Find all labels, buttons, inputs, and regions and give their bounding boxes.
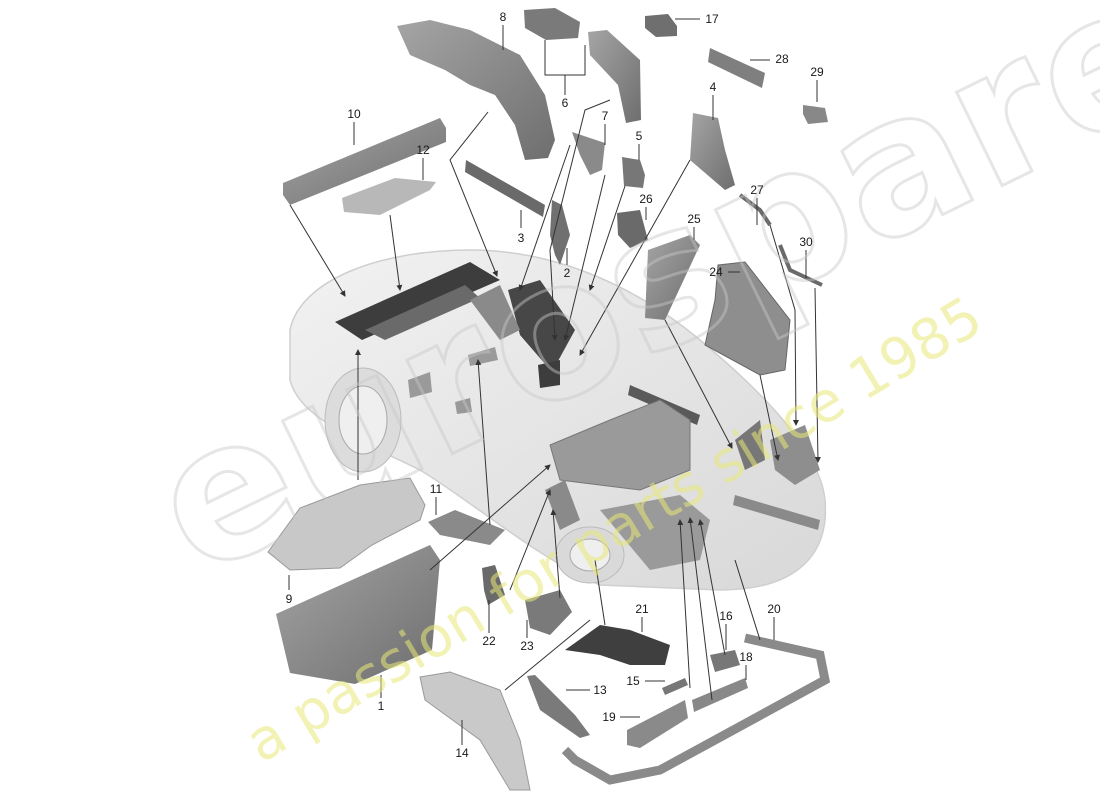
part-3 xyxy=(465,160,545,217)
callout-18: 18 xyxy=(739,650,753,664)
callout-26: 26 xyxy=(639,192,653,206)
callout-11: 11 xyxy=(429,482,443,496)
callout-1: 1 xyxy=(377,699,385,713)
exploded-parts xyxy=(267,8,831,791)
front-panel xyxy=(549,399,691,491)
callout-6: 6 xyxy=(561,96,569,110)
part-18 xyxy=(692,678,748,712)
callout-7: 7 xyxy=(601,109,609,123)
callout-16: 16 xyxy=(719,609,733,623)
part-28 xyxy=(708,48,765,88)
part-25-installed xyxy=(735,420,765,470)
part-15 xyxy=(662,678,688,695)
callout-17: 17 xyxy=(705,12,719,26)
part-27 xyxy=(738,193,772,227)
callout-2: 2 xyxy=(563,266,571,280)
part-8 xyxy=(397,20,555,160)
part-7 xyxy=(572,132,605,175)
part-4 xyxy=(690,113,735,190)
part-2 xyxy=(550,200,570,265)
part-23 xyxy=(525,590,572,635)
part-6a xyxy=(524,8,580,40)
callout-12: 12 xyxy=(416,143,430,157)
callout-28: 28 xyxy=(775,52,789,66)
callout-29: 29 xyxy=(810,65,824,79)
part-22 xyxy=(482,565,505,605)
callout-24: 24 xyxy=(709,265,723,279)
callout-25: 25 xyxy=(687,212,701,226)
callout-22: 22 xyxy=(482,634,496,648)
callout-3: 3 xyxy=(517,231,525,245)
callout-9: 9 xyxy=(285,592,293,606)
part-19 xyxy=(627,700,688,748)
part-24 xyxy=(704,261,791,376)
callout-13: 13 xyxy=(593,683,607,697)
part-11 xyxy=(428,510,505,545)
part-20 xyxy=(561,633,831,785)
part-6b xyxy=(588,30,641,123)
callout-10: 10 xyxy=(347,107,361,121)
part-21 xyxy=(565,625,670,665)
part-5 xyxy=(622,157,645,188)
callout-5: 5 xyxy=(635,129,643,143)
part-26 xyxy=(617,210,648,248)
part-12 xyxy=(342,178,436,215)
part-17 xyxy=(645,14,677,37)
part-10 xyxy=(283,118,446,205)
callout-30: 30 xyxy=(799,235,813,249)
callout-27: 27 xyxy=(750,183,764,197)
callout-15: 15 xyxy=(626,674,640,688)
part-25 xyxy=(645,235,700,320)
part-16 xyxy=(710,650,740,672)
callout-21: 21 xyxy=(635,602,649,616)
leader-lines xyxy=(288,18,821,745)
callout-23: 23 xyxy=(520,639,534,653)
callout-4: 4 xyxy=(709,80,717,94)
part-24-installed xyxy=(770,425,820,485)
callout-14: 14 xyxy=(455,746,469,760)
callout-8: 8 xyxy=(499,10,507,24)
part-14 xyxy=(419,671,531,791)
part-29 xyxy=(803,105,828,124)
part-9 xyxy=(267,477,426,571)
part-1 xyxy=(276,545,440,684)
callout-20: 20 xyxy=(767,602,781,616)
callout-19: 19 xyxy=(602,710,616,724)
part-30 xyxy=(778,244,823,287)
part-13 xyxy=(527,675,590,738)
